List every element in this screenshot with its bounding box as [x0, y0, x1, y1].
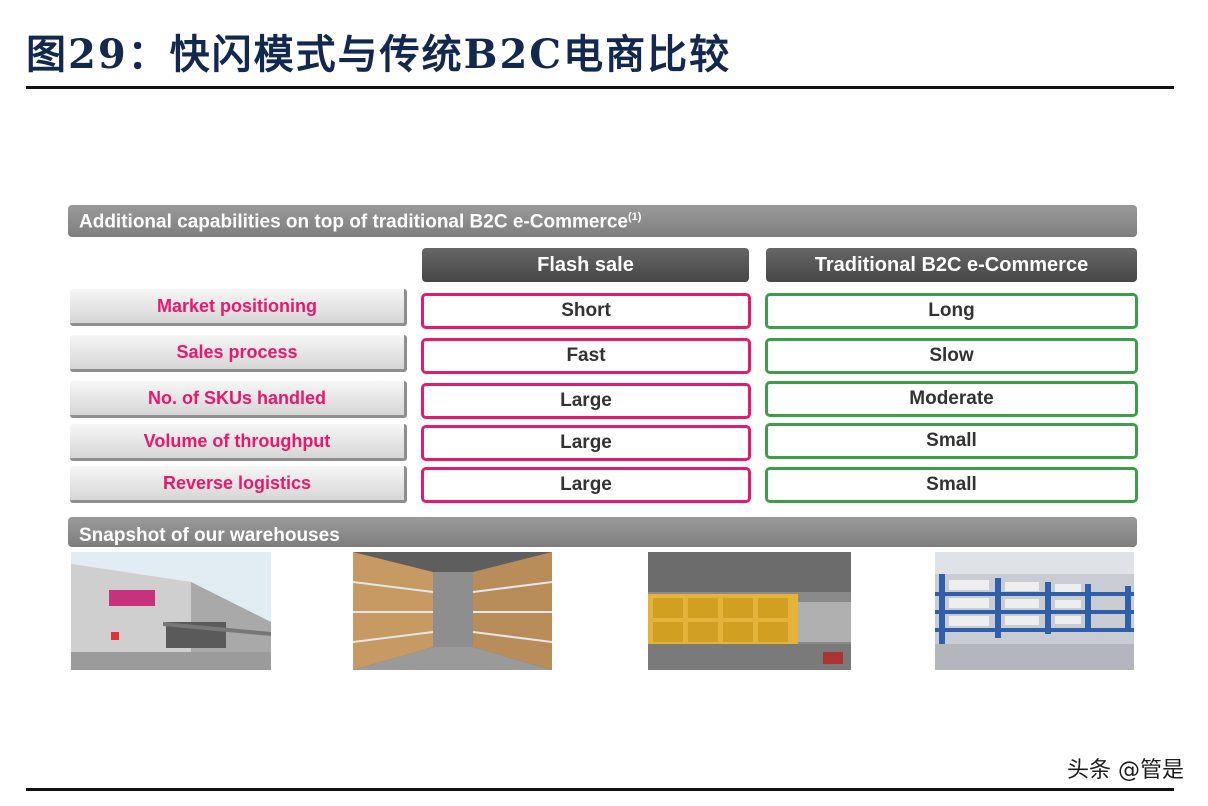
cell-flash-sales-process: Fast — [421, 338, 751, 374]
warehouses-section-title: Snapshot of our warehouses — [79, 525, 340, 546]
cell-flash-volume-throughput: Large — [421, 425, 751, 461]
cell-flash-market-positioning: Short — [421, 293, 751, 329]
warehouse-shelves-boxes-photo — [353, 552, 552, 670]
capabilities-section-header: Additional capabilities on top of tradit… — [68, 205, 1137, 237]
cell-flash-reverse-logistics: Large — [421, 467, 751, 503]
warehouses-section-header: Snapshot of our warehouses — [68, 517, 1137, 547]
capabilities-section-title: Additional capabilities on top of tradit… — [79, 211, 628, 233]
cell-traditional-reverse-logistics: Small — [765, 467, 1138, 503]
cell-traditional-skus-handled: Moderate — [765, 381, 1138, 417]
figure-title: 图29：快闪模式与传统B2C电商比较 — [26, 31, 732, 78]
column-header-traditional: Traditional B2C e-Commerce — [766, 248, 1137, 282]
row-label-sales-process: Sales process — [70, 335, 407, 372]
cell-traditional-market-positioning: Long — [765, 293, 1138, 329]
footnote-marker: (1) — [627, 211, 642, 223]
cell-traditional-sales-process: Slow — [765, 338, 1138, 374]
row-label-volume-throughput: Volume of throughput — [70, 424, 407, 461]
cell-flash-skus-handled: Large — [421, 383, 751, 419]
title-divider — [26, 86, 1174, 89]
row-label-market-positioning: Market positioning — [70, 289, 407, 326]
warehouse-exterior-photo — [71, 552, 271, 670]
warehouse-yellow-crates-photo — [648, 552, 851, 670]
row-label-reverse-logistics: Reverse logistics — [70, 466, 407, 503]
cell-traditional-volume-throughput: Small — [765, 423, 1138, 459]
row-label-skus-handled: No. of SKUs handled — [70, 381, 407, 418]
warehouse-blue-racks-photo — [935, 552, 1134, 670]
column-header-flash-sale: Flash sale — [422, 248, 749, 282]
watermark: 头条 @管是 — [1067, 758, 1184, 783]
bottom-divider — [26, 788, 1174, 791]
